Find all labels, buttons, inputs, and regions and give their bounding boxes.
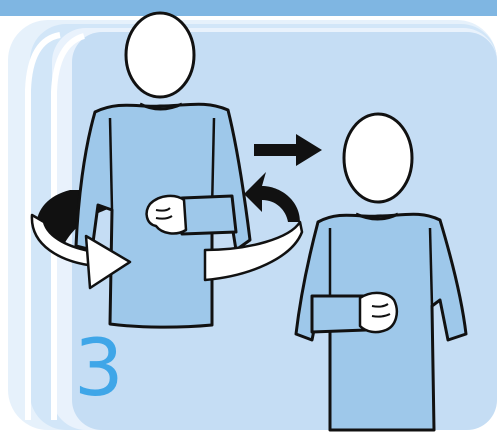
left-figure-head (126, 13, 194, 97)
left-figure-forearm (182, 196, 236, 234)
right-figure-head (344, 114, 412, 202)
right-figure-hand (360, 293, 397, 332)
top-bar (0, 0, 497, 16)
right-figure-forearm (312, 296, 366, 332)
step-number: 3 (74, 330, 124, 408)
